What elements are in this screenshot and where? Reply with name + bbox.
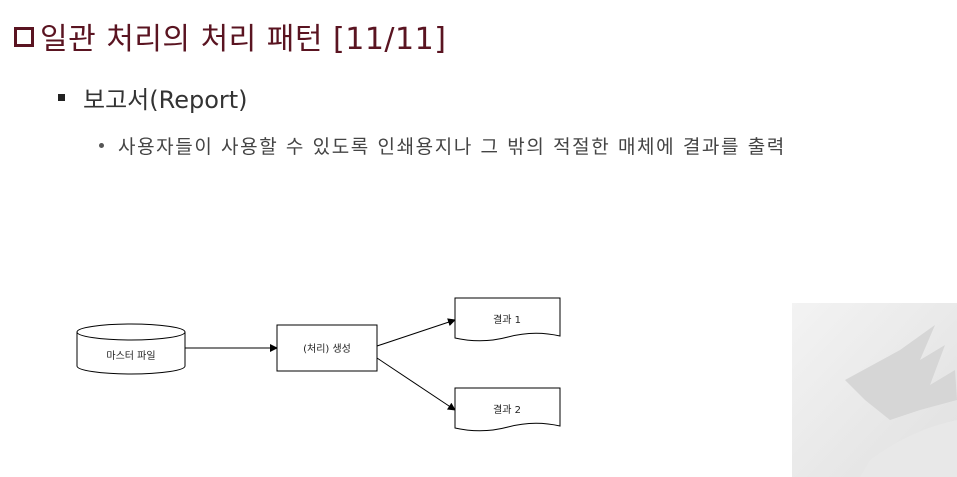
result2-node: 결과 2 (454, 387, 561, 432)
process-node: (처리) 생성 (276, 324, 378, 372)
bullet-level1-text: 보고서(Report) (83, 86, 248, 114)
bullet-item-level1: 보고서(Report) (58, 80, 248, 115)
checkbox-bullet-icon (14, 27, 34, 47)
arrow-process-to-result1 (376, 318, 456, 347)
master-file-label: 마스터 파일 (106, 350, 155, 362)
master-file-node: 마스터 파일 (76, 323, 186, 375)
dot-bullet-icon (99, 143, 104, 148)
slide-title: 일관 처리의 처리 패턴 [11/11] (14, 14, 446, 58)
square-bullet-icon (58, 94, 65, 101)
bullet-item-level2: 사용자들이 사용할 수 있도록 인쇄용지나 그 밖의 적절한 매체에 결과를 출… (99, 132, 786, 159)
result2-label: 결과 2 (493, 404, 521, 416)
process-label: (처리) 생성 (303, 343, 351, 355)
watermark-decoration (792, 303, 957, 477)
arrow-process-to-result2 (376, 357, 456, 411)
result1-label: 결과 1 (493, 314, 521, 326)
title-text: 일관 처리의 처리 패턴 [11/11] (40, 22, 447, 57)
result1-node: 결과 1 (454, 297, 561, 342)
bullet-level2-text: 사용자들이 사용할 수 있도록 인쇄용지나 그 밖의 적절한 매체에 결과를 출… (118, 136, 786, 158)
